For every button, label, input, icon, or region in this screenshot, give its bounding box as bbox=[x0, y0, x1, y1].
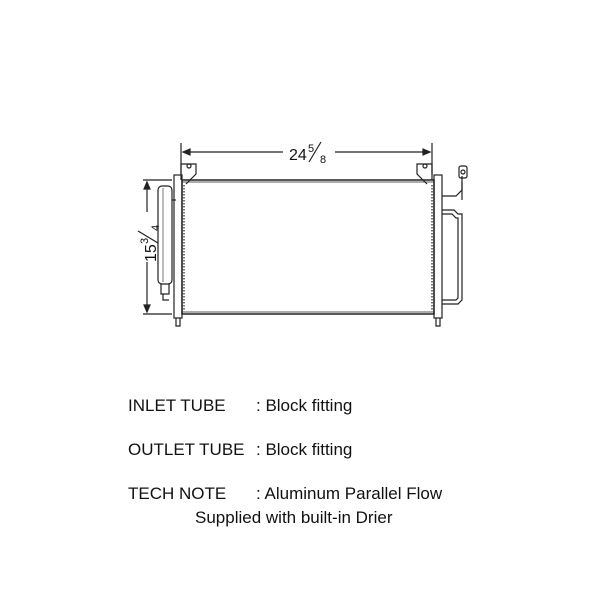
tech-note-line2: Supplied with built-in Drier bbox=[195, 508, 393, 527]
spec-label: INLET TUBE bbox=[128, 396, 226, 415]
height-numerator: 3 bbox=[139, 238, 151, 244]
refrigerant-pipes bbox=[442, 165, 468, 305]
height-denominator: 4 bbox=[150, 225, 162, 231]
width-denominator: 8 bbox=[320, 154, 326, 166]
width-whole: 24 bbox=[289, 147, 307, 164]
height-whole: 15 bbox=[143, 244, 160, 262]
width-dimension: 24 5 8 bbox=[180, 141, 433, 175]
spec-label: TECH NOTE bbox=[128, 484, 227, 503]
spec-label: OUTLET TUBE bbox=[128, 440, 245, 459]
spec-value: : Block fitting bbox=[256, 396, 353, 415]
condenser-core bbox=[173, 163, 443, 327]
spec-value: : Block fitting bbox=[256, 440, 353, 459]
width-numerator: 5 bbox=[308, 143, 314, 155]
receiver-drier bbox=[157, 185, 176, 301]
spec-value: : Aluminum Parallel Flow bbox=[256, 484, 443, 503]
height-dimension: 15 3 4 bbox=[137, 179, 172, 315]
